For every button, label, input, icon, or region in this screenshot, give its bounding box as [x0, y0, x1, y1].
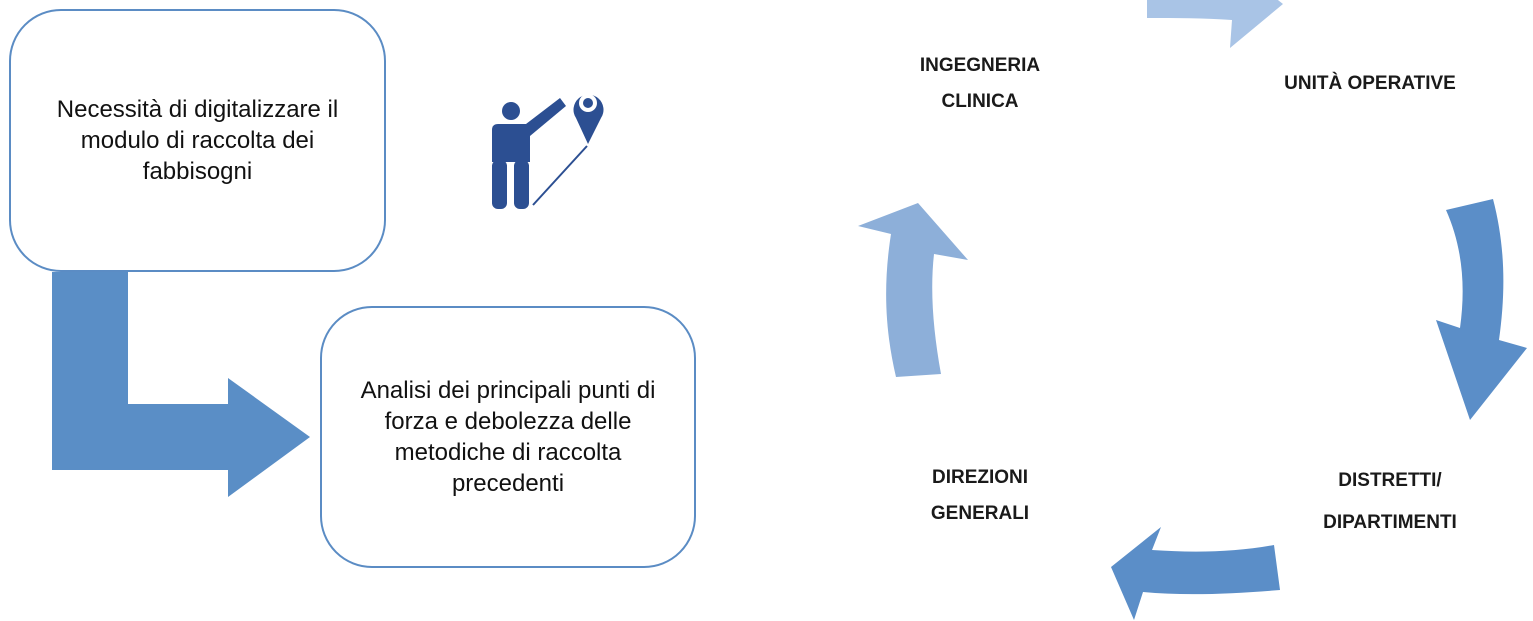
cycle-node-direzioni-generali: DIREZIONI GENERALI — [900, 460, 1060, 532]
cycle-node-line: UNITÀ OPERATIVE — [1284, 73, 1456, 94]
cycle-node-line: GENERALI — [930, 503, 1030, 524]
cycle-arrow-bottom — [1111, 527, 1280, 620]
bent-arrow — [52, 272, 310, 497]
cycle-node-ingegneria-clinica: INGEGNERIA CLINICA — [900, 48, 1060, 120]
cycle-node-unita-operative: UNITÀ OPERATIVE — [1265, 66, 1475, 102]
person-pointing-location-pin-icon — [492, 94, 604, 209]
step-box-text: Necessità di digitalizzare il modulo di … — [56, 96, 339, 185]
cycle-arrow-left — [858, 203, 968, 377]
step-box-analysis: Analisi dei principali punti di forza e … — [320, 306, 696, 568]
cycle-node-line: INGEGNERIA — [919, 55, 1041, 76]
cycle-node-line: DISTRETTI/ — [1338, 470, 1442, 491]
cycle-arrow-top — [1147, 0, 1283, 48]
cycle-node-line: CLINICA — [941, 91, 1019, 112]
cycle-node-line: DIPARTIMENTI — [1323, 512, 1457, 533]
step-box-text: Analisi dei principali punti di forza e … — [360, 377, 656, 497]
step-box-digitalization-need: Necessità di digitalizzare il modulo di … — [9, 9, 386, 272]
cycle-node-line: DIREZIONI — [931, 467, 1029, 488]
cycle-arrow-right — [1436, 199, 1527, 420]
cycle-node-distretti-dipartimenti: DISTRETTI/ DIPARTIMENTI — [1300, 460, 1480, 544]
